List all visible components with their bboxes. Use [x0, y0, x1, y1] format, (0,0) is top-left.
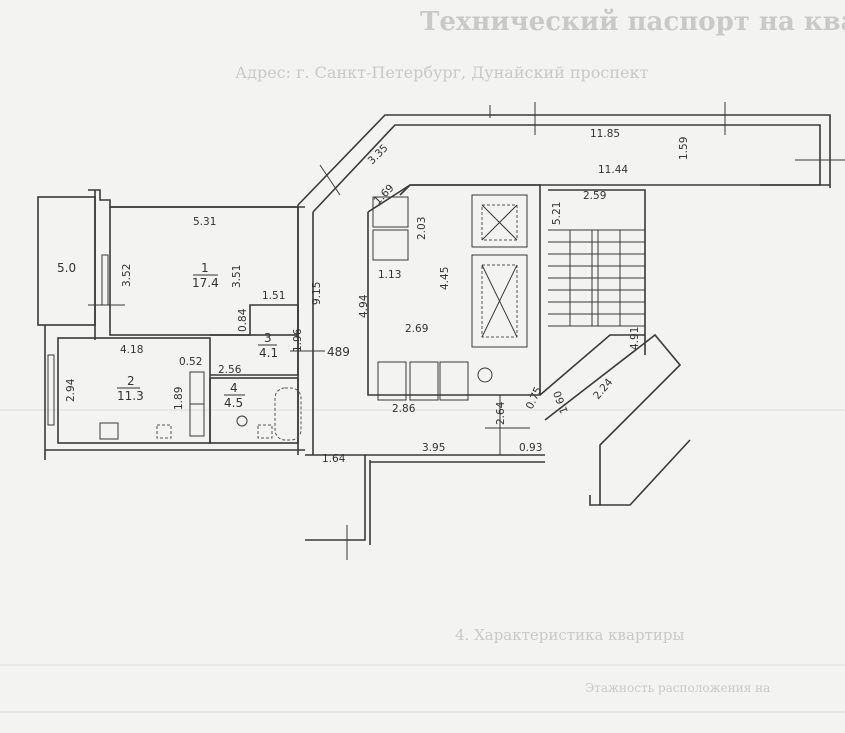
dimension-label: 0.52	[179, 356, 202, 368]
dimension-label: 1.64	[322, 453, 346, 465]
document-address: Адрес: г. Санкт-Петербург, Дунайский про…	[235, 63, 649, 82]
room-4-area: 4.5	[224, 396, 243, 410]
dimension-label: 9.15	[311, 282, 323, 305]
dimension-label: 4.94	[358, 294, 370, 318]
dimension-label: 4.91	[629, 327, 641, 350]
section-heading: 4. Характеристика квартиры	[455, 626, 684, 644]
dimension-label: 1.69	[372, 182, 397, 207]
dimension-label: 2.59	[583, 190, 606, 202]
room-2-area: 11.3	[117, 389, 144, 403]
room-4	[209, 377, 299, 444]
balcony-area: 5.0	[57, 261, 76, 275]
dimension-label: 3.95	[422, 442, 445, 454]
dimension-label: 0.84	[237, 308, 249, 332]
dimension-label: 2.03	[416, 217, 428, 240]
apartment	[37, 189, 325, 460]
room-3	[210, 304, 299, 376]
dimension-label: 1.51	[262, 290, 285, 302]
dimension-label: 1.59	[678, 137, 690, 160]
dimension-label: 1.96	[292, 328, 304, 352]
dimension-label: 11.44	[598, 164, 628, 176]
room-3-area: 4.1	[259, 346, 278, 360]
dimension-label: 2.56	[218, 364, 242, 376]
dimension-label: 4.18	[120, 344, 143, 356]
apartment-marker: 489	[327, 345, 350, 359]
room-1-number: 1	[201, 261, 209, 275]
dimension-label: 0.93	[519, 442, 542, 454]
dimension-label: 1.13	[378, 269, 401, 281]
room-1-area: 17.4	[192, 276, 219, 290]
dimension-label: 11.85	[590, 128, 620, 140]
room-1	[109, 206, 299, 336]
room-2-number: 2	[127, 374, 135, 388]
dimension-label: 2.94	[65, 378, 77, 402]
dimension-label: 2.64	[495, 401, 507, 425]
dimension-label: 2.69	[405, 323, 428, 335]
document-title: Технический паспорт на квартиру	[420, 7, 845, 37]
dimension-label: 3.35	[366, 142, 391, 167]
staircase	[548, 229, 645, 327]
dimension-label: 5.21	[551, 202, 563, 225]
lower-hall	[305, 395, 545, 560]
dimension-label: 1.89	[173, 387, 185, 410]
dimension-label: 0.75	[524, 385, 545, 411]
dimension-label: 2.24	[591, 376, 615, 402]
dimension-label: 5.31	[193, 216, 216, 228]
table-row-label: Этажность расположения на	[585, 681, 770, 695]
dimension-labels: 3.35 11.85 1.59 11.44 2.59 5.21 4.91 1.6…	[65, 128, 690, 465]
dimension-label: 2.86	[392, 403, 416, 415]
dimension-label: 3.51	[231, 265, 243, 288]
service-core	[367, 184, 691, 506]
dimension-label: 3.52	[121, 264, 133, 287]
room-labels: 5.0 1 17.4 2 11.3 3 4.1 4 4.5 489	[57, 261, 350, 410]
dimension-label: 4.45	[439, 267, 451, 290]
room-4-number: 4	[230, 381, 238, 395]
room-3-number: 3	[264, 331, 272, 345]
